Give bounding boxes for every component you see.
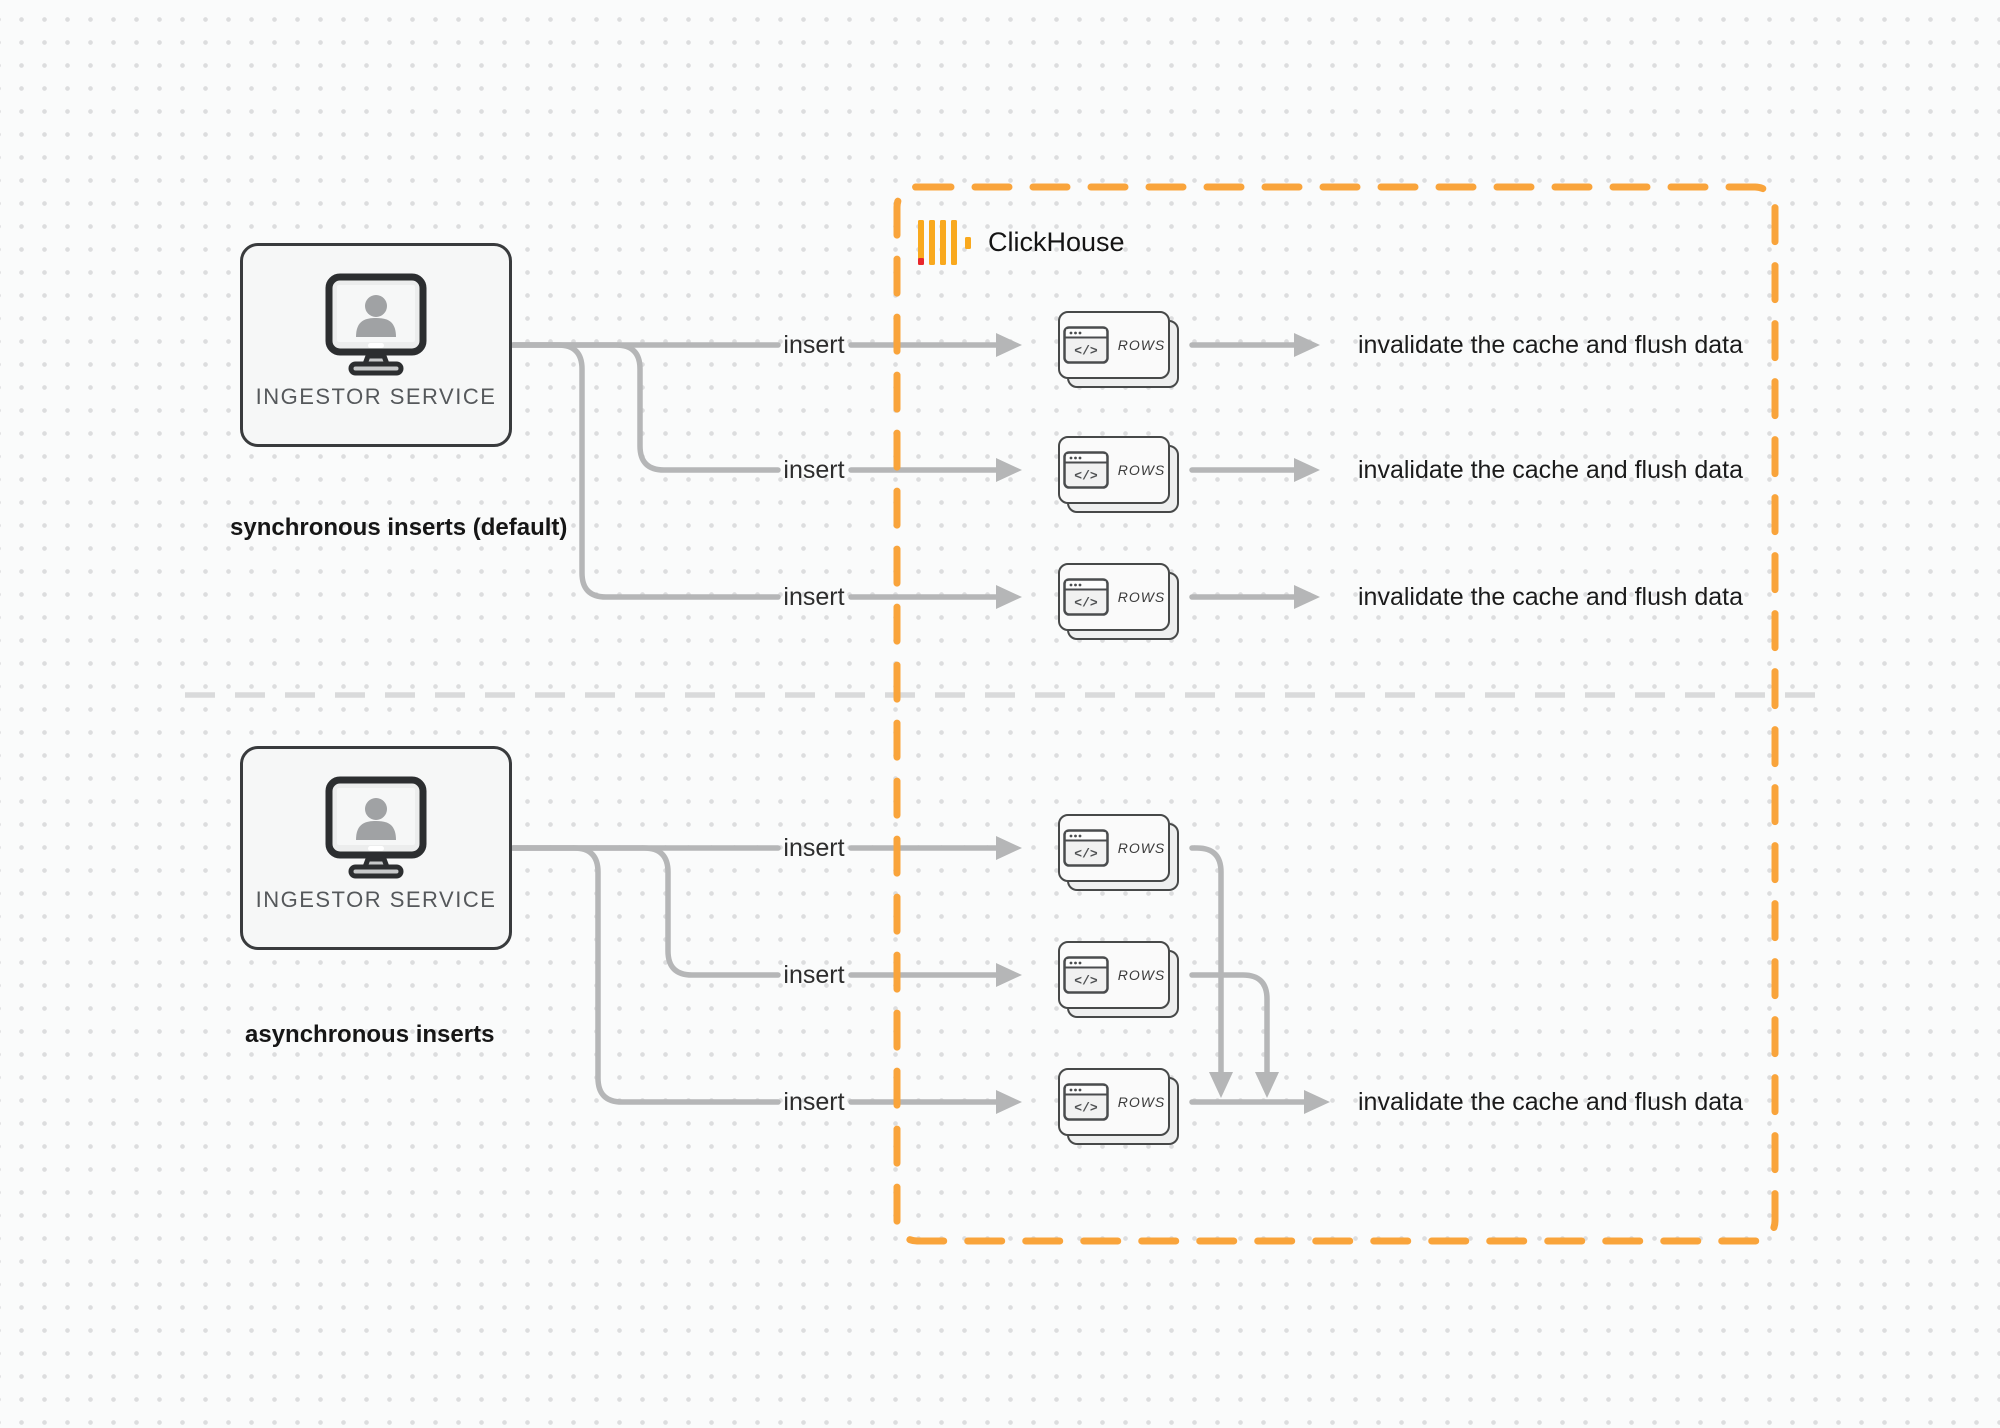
- logo-red-accent: [918, 258, 924, 265]
- ingestor-service-label: INGESTOR SERVICE: [255, 887, 497, 912]
- arrowhead-icon: [1294, 458, 1320, 482]
- arrowhead-icon: [996, 963, 1022, 987]
- arrowhead-icon: [996, 836, 1022, 860]
- result-label: invalidate the cache and flush data: [1358, 583, 1743, 611]
- rows-card-label: ROWS: [1117, 337, 1166, 353]
- rows-card-front: </> ROWS: [1058, 311, 1170, 379]
- rows-table-card: </> ROWS: [1058, 436, 1179, 513]
- rows-table-card: </> ROWS: [1058, 1068, 1179, 1145]
- code-window-icon: </>: [1062, 578, 1109, 616]
- logo-bar-short: [965, 237, 971, 249]
- code-window-icon: </>: [1062, 451, 1109, 489]
- result-label: invalidate the cache and flush data: [1358, 1088, 1743, 1116]
- async-section-caption: asynchronous inserts: [245, 1021, 495, 1048]
- clickhouse-wordmark: ClickHouse: [988, 227, 1125, 257]
- svg-text:</>: </>: [1074, 974, 1098, 989]
- rows-card-front: </> ROWS: [1058, 941, 1170, 1009]
- result-label: invalidate the cache and flush data: [1358, 331, 1743, 359]
- clickhouse-logo-bars-icon: [918, 220, 972, 265]
- rows-card-label: ROWS: [1117, 967, 1166, 983]
- rows-table-card: </> ROWS: [1058, 311, 1179, 388]
- code-window-icon: </>: [1062, 326, 1109, 364]
- svg-text:</>: </>: [1074, 1101, 1098, 1116]
- rows-card-label: ROWS: [1117, 589, 1166, 605]
- svg-text:</>: </>: [1074, 847, 1098, 862]
- arrowhead-icon: [996, 1090, 1022, 1114]
- rows-card-label: ROWS: [1117, 462, 1166, 478]
- svg-text:</>: </>: [1074, 344, 1098, 359]
- rows-table-card: </> ROWS: [1058, 814, 1179, 891]
- clickhouse-logo: ClickHouse: [918, 220, 1125, 265]
- rows-table-card: </> ROWS: [1058, 563, 1179, 640]
- async-row2-down-line: [1189, 972, 1270, 1075]
- async-row2-line-left: [510, 845, 781, 978]
- ingestor-service-box-async: INGESTOR SERVICE: [240, 746, 512, 950]
- async-row3-line-left: [510, 845, 781, 1105]
- arrowhead-icon: [996, 585, 1022, 609]
- rows-card-front: </> ROWS: [1058, 1068, 1170, 1136]
- sync-section-caption: synchronous inserts (default): [230, 514, 568, 541]
- arrowhead-down-icon: [1209, 1072, 1233, 1098]
- result-label: invalidate the cache and flush data: [1358, 456, 1743, 484]
- arrowhead-icon: [1294, 585, 1320, 609]
- rows-card-front: </> ROWS: [1058, 436, 1170, 504]
- rows-card-front: </> ROWS: [1058, 814, 1170, 882]
- insert-label: insert: [783, 834, 845, 862]
- clickhouse-boundary-box: [893, 183, 1779, 1245]
- logo-bar: [940, 220, 946, 265]
- svg-text:</>: </>: [1074, 596, 1098, 611]
- insert-label: insert: [783, 331, 845, 359]
- insert-label: insert: [783, 1088, 845, 1116]
- arrowhead-down-icon: [1255, 1072, 1279, 1098]
- sync-row2-line-left: [510, 342, 781, 473]
- arrowhead-icon: [1304, 1090, 1330, 1114]
- insert-label: insert: [783, 961, 845, 989]
- ingestor-service-box-sync: INGESTOR SERVICE: [240, 243, 512, 447]
- ingestor-service-label: INGESTOR SERVICE: [255, 384, 497, 409]
- rows-card-front: </> ROWS: [1058, 563, 1170, 631]
- monitor-user-icon: [325, 273, 427, 376]
- arrowhead-icon: [996, 458, 1022, 482]
- logo-bar: [929, 220, 935, 265]
- arrowhead-icon: [1294, 333, 1320, 357]
- rows-card-label: ROWS: [1117, 840, 1166, 856]
- code-window-icon: </>: [1062, 829, 1109, 867]
- rows-card-label: ROWS: [1117, 1094, 1166, 1110]
- logo-bar: [951, 220, 957, 265]
- insert-label: insert: [783, 583, 845, 611]
- insert-label: insert: [783, 456, 845, 484]
- arrowheads: [996, 333, 1330, 1114]
- gray-connectors: [510, 342, 1309, 1105]
- monitor-user-icon: [325, 776, 427, 879]
- arrowhead-icon: [996, 333, 1022, 357]
- rows-table-card: </> ROWS: [1058, 941, 1179, 1018]
- svg-text:</>: </>: [1074, 469, 1098, 484]
- sync-row3-line-left: [510, 342, 781, 600]
- code-window-icon: </>: [1062, 956, 1109, 994]
- logo-bar: [918, 220, 924, 265]
- code-window-icon: </>: [1062, 1083, 1109, 1121]
- async-row1-down-line: [1189, 845, 1224, 1075]
